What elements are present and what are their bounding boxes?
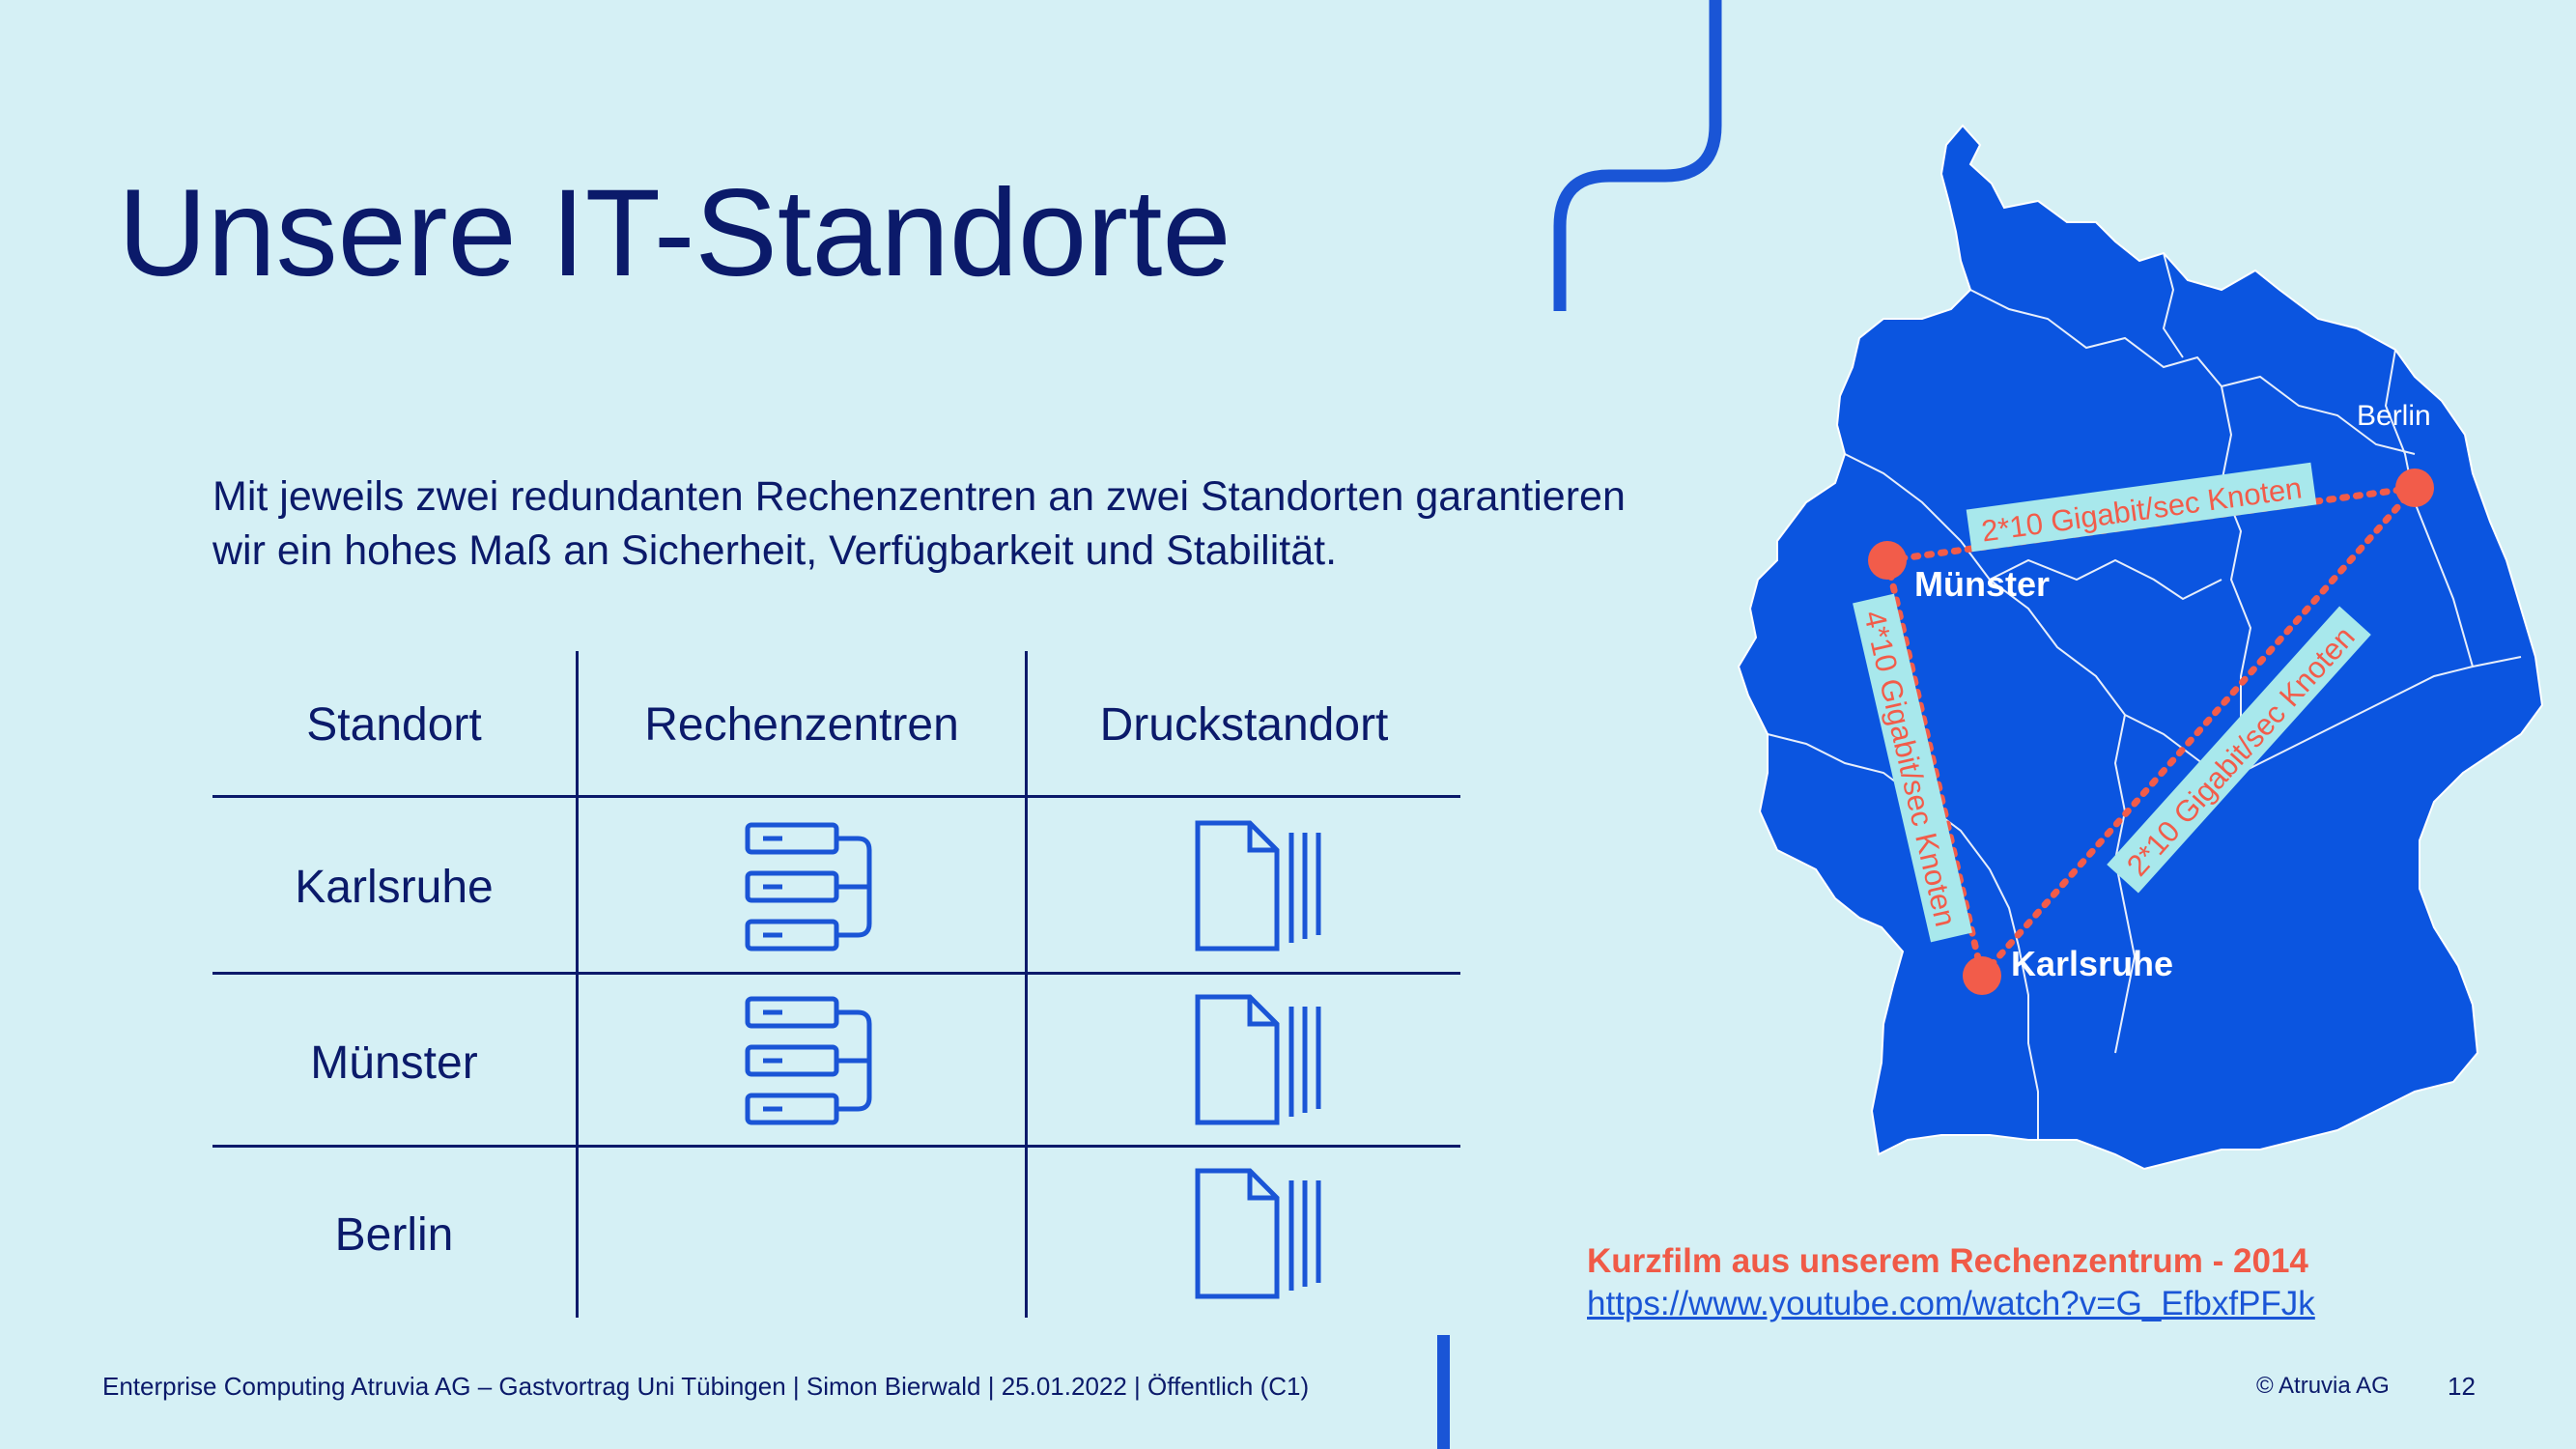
footer-accent-bar xyxy=(1437,1335,1450,1449)
header-druckstandort: Druckstandort xyxy=(1099,698,1389,751)
row-standort-berlin: Berlin xyxy=(334,1208,454,1261)
city-dot-berlin xyxy=(2395,469,2434,507)
footer-info: Enterprise Computing Atruvia AG – Gastvo… xyxy=(102,1372,1310,1401)
documents-stack-icon xyxy=(1195,994,1321,1125)
table-divider xyxy=(576,651,579,1318)
film-link[interactable]: https://www.youtube.com/watch?v=G_EfbxfP… xyxy=(1587,1285,2315,1322)
page-number: 12 xyxy=(2448,1372,2476,1401)
intro-line-1: Mit jeweils zwei redundanten Rechenzentr… xyxy=(212,473,1626,520)
city-label-berlin: Berlin xyxy=(2357,400,2431,432)
header-standort: Standort xyxy=(306,698,482,751)
film-title: Kurzfilm aus unserem Rechenzentrum - 201… xyxy=(1587,1242,2308,1280)
server-stack-icon xyxy=(745,822,872,952)
table-divider xyxy=(1025,651,1028,1318)
table-divider xyxy=(212,795,1460,798)
row-standort-muenster: Münster xyxy=(310,1037,478,1089)
intro-line-2: wir ein hohes Maß an Sicherheit, Verfügb… xyxy=(212,527,1338,574)
row-standort-karlsruhe: Karlsruhe xyxy=(295,861,494,913)
server-stack-icon xyxy=(745,996,872,1125)
germany-shape xyxy=(1737,124,2544,1171)
germany-map: 2*10 Gigabit/sec Knoten 4*10 Gigabit/sec… xyxy=(1737,124,2544,1171)
city-dot-karlsruhe xyxy=(1963,956,2001,995)
link-muenster-berlin xyxy=(1883,484,2419,564)
documents-stack-icon xyxy=(1195,1168,1321,1299)
intro-text: Mit jeweils zwei redundanten Rechenzentr… xyxy=(212,469,1739,578)
page-title: Unsere IT-Standorte xyxy=(118,164,1231,302)
table-divider xyxy=(212,972,1460,975)
header-rechenzentren: Rechenzentren xyxy=(644,698,959,751)
city-label-muenster: Münster xyxy=(1914,564,2050,604)
footer-copyright: © Atruvia AG xyxy=(2256,1373,2390,1399)
city-dot-muenster xyxy=(1868,541,1907,580)
documents-stack-icon xyxy=(1195,820,1321,952)
link-karlsruhe-berlin xyxy=(1978,484,2419,980)
city-label-karlsruhe: Karlsruhe xyxy=(2011,944,2173,983)
table-divider xyxy=(212,1145,1460,1148)
